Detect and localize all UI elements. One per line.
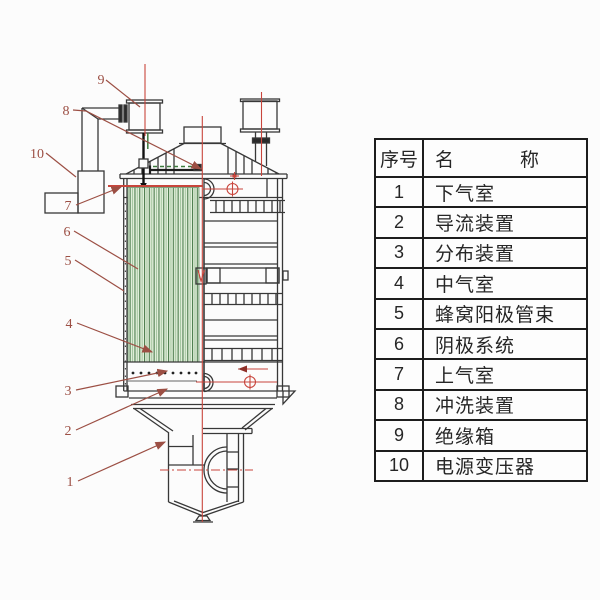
insulator-feed-pipe: [81, 104, 128, 171]
shell-walls: [123, 197, 284, 391]
leader-7: [75, 186, 123, 206]
anode-tube-bundle: [127, 187, 200, 363]
leader-5: [74, 259, 125, 292]
callout-1: 1: [67, 475, 74, 490]
table-row: 3 分布装置: [376, 236, 586, 268]
parts-table-header: 序号 名 称: [376, 140, 586, 176]
leader-1: [77, 441, 167, 482]
callout-6: 6: [64, 225, 71, 240]
callout-4: 4: [66, 317, 73, 332]
table-row: 1 下气室: [376, 176, 586, 207]
header-no: 序号: [376, 140, 424, 176]
header-name-a: 名: [435, 149, 456, 171]
table-row: 2 导流装置: [376, 206, 586, 237]
shell-stiffeners: [195, 199, 289, 362]
header-name-b: 称: [519, 149, 540, 171]
table-row: 5 蜂窝阳极管束: [376, 297, 586, 328]
callout-labels: 1 2 3 4 5 6 7 8 9 10: [30, 73, 105, 490]
table-row: 4 中气室: [376, 267, 586, 298]
callout-9: 9: [98, 73, 105, 88]
right-insulator-box: [239, 98, 281, 166]
leader-6: [73, 230, 139, 270]
callout-8: 8: [63, 104, 70, 119]
table-row: 8 冲洗装置: [376, 388, 586, 420]
centerlines: [108, 64, 277, 522]
leader-8: [72, 109, 203, 170]
leader-10: [45, 152, 77, 178]
bottom-head: [115, 385, 297, 435]
table-row: 9 绝缘箱: [376, 419, 586, 450]
leader-2: [75, 388, 169, 431]
lower-gas-chamber: [167, 433, 245, 523]
parts-table: 序号 名 称 1 下气室 2 导流装置 3 分布装置 4 中气室 5 蜂窝阳极管…: [374, 138, 588, 482]
power-transformer-box: [44, 170, 105, 214]
callout-5: 5: [65, 254, 72, 269]
callout-7: 7: [65, 199, 72, 214]
leader-4: [76, 322, 154, 353]
callout-10: 10: [30, 147, 44, 162]
table-row: 10 电源变压器: [376, 449, 586, 480]
callout-2: 2: [65, 424, 72, 439]
callout-3: 3: [65, 384, 72, 399]
leader-3: [75, 368, 169, 391]
callout-leaders: [45, 79, 203, 482]
table-row: 6 阴极系统: [376, 327, 586, 359]
table-row: 7 上气室: [376, 358, 586, 389]
leader-9: [105, 79, 141, 108]
header-name: 名 称: [424, 140, 586, 176]
cathode-hanger: [138, 133, 149, 190]
top-cone: [119, 142, 288, 180]
